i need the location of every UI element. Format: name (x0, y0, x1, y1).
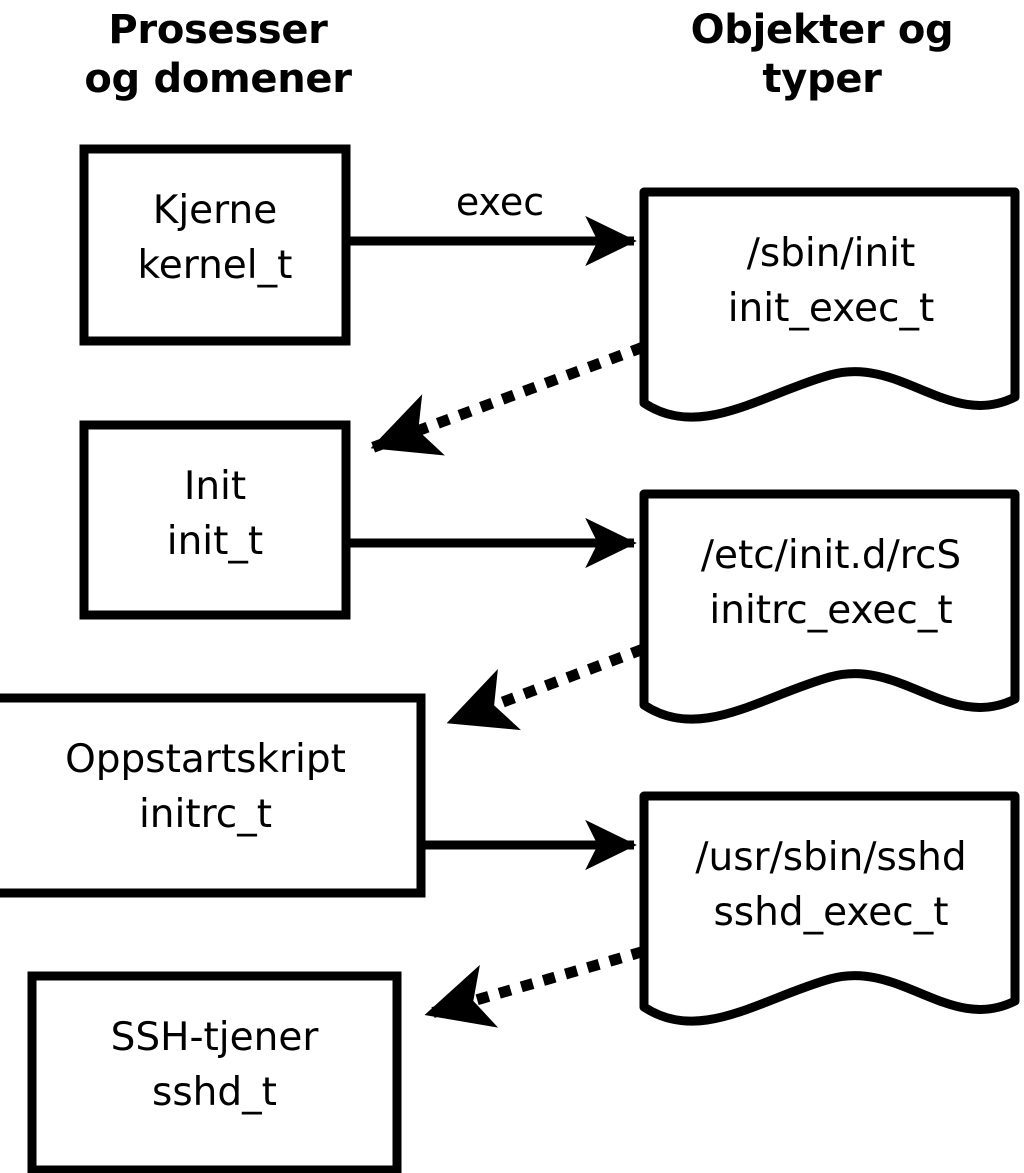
column-header-processes: Prosesser og domener (84, 7, 352, 102)
node-box-sshd[interactable] (27, 971, 402, 1173)
edge-sshd-exec-to-sshd (421, 946, 645, 1028)
edge-label-exec: exec (455, 180, 545, 224)
node-box-init[interactable] (79, 420, 351, 620)
node-box-initrc[interactable] (0, 693, 426, 898)
edge-initrc-exec-to-initrc (442, 643, 646, 731)
column-header-objects: Objekter og typer (690, 7, 954, 102)
node-doc-init-exec[interactable] (639, 187, 1020, 422)
node-doc-sshd-exec[interactable] (639, 791, 1020, 1026)
node-box-kernel[interactable] (79, 144, 351, 346)
node-doc-initrc-exec[interactable] (639, 489, 1020, 724)
edge-init-exec-to-init (366, 341, 646, 456)
